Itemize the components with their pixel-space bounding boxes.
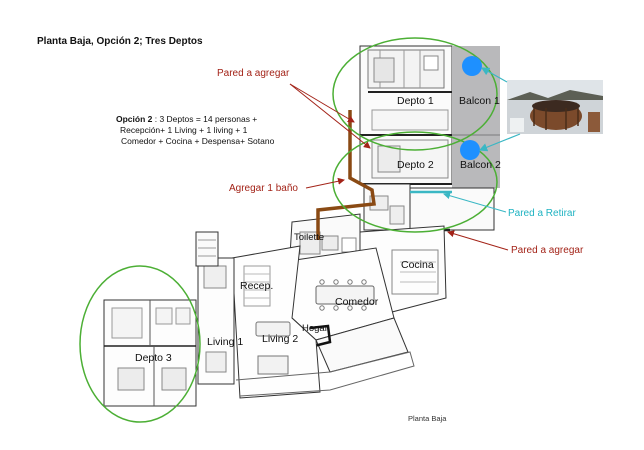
circle-marker-icon — [462, 56, 482, 76]
room-label-living2: Living 2 — [262, 333, 299, 345]
added-wall-line — [316, 110, 376, 240]
central-body — [195, 213, 447, 399]
room-label-hogar: Hogar — [302, 323, 328, 334]
arrow-pared-retirar — [443, 192, 507, 213]
room-label-balcon2: Balcon 2 — [460, 159, 501, 171]
annotation-pared-agregar-top: Pared a agregar — [217, 68, 290, 79]
option-line1-text: : 3 Deptos = 14 personas + — [152, 114, 258, 124]
annotation-pared-agregar-bottom: Pared a agregar — [511, 245, 584, 256]
room-label-living1: Living 1 — [207, 336, 244, 348]
footer-caption: Planta Baja — [408, 414, 447, 423]
room-label-toilette: Toilette — [294, 232, 325, 243]
annotation-pared-retirar: Pared a Retirar — [508, 208, 576, 219]
option-description: Opción 2 : 3 Deptos = 14 personas + Rece… — [116, 114, 274, 147]
room-label-comedor: Comedor — [335, 296, 379, 308]
annotation-agregar-bano: Agregar 1 baño — [229, 183, 298, 194]
photo-pointer-bottom — [478, 133, 521, 152]
option-line2: Recepción+ 1 Living + 1 living + 1 — [120, 125, 248, 135]
option-line3: Comedor + Cocina + Despensa+ Sotano — [121, 136, 275, 146]
circle-marker-icon — [460, 140, 480, 160]
room-label-recep: Recep. — [240, 280, 274, 292]
room-label-depto3: Depto 3 — [135, 352, 172, 364]
room-label-cocina: Cocina — [401, 259, 434, 271]
highlight-ellipse-depto1 — [332, 37, 498, 151]
fireplace-outline — [309, 324, 332, 348]
depto3-block — [103, 299, 197, 407]
room-label-depto1: Depto 1 — [397, 95, 434, 107]
highlight-ellipse-depto3 — [79, 265, 201, 423]
page-title: Planta Baja, Opción 2; Tres Deptos — [37, 36, 203, 47]
room-label-depto2: Depto 2 — [397, 159, 434, 171]
option-line1: Opción 2 : 3 Deptos = 14 personas + — [116, 114, 274, 125]
arrow-pared-agregar-bottom — [447, 230, 509, 251]
photo-pointer-top — [480, 67, 508, 83]
arrow-pared-agregar-1 — [289, 83, 355, 123]
room-label-balcon1: Balcon 1 — [459, 95, 500, 107]
arrow-pared-agregar-2 — [289, 83, 371, 149]
hot-tub-photo-icon — [507, 80, 603, 134]
option-label: Opción 2 — [116, 114, 153, 124]
arrow-agregar-bano — [305, 177, 345, 189]
